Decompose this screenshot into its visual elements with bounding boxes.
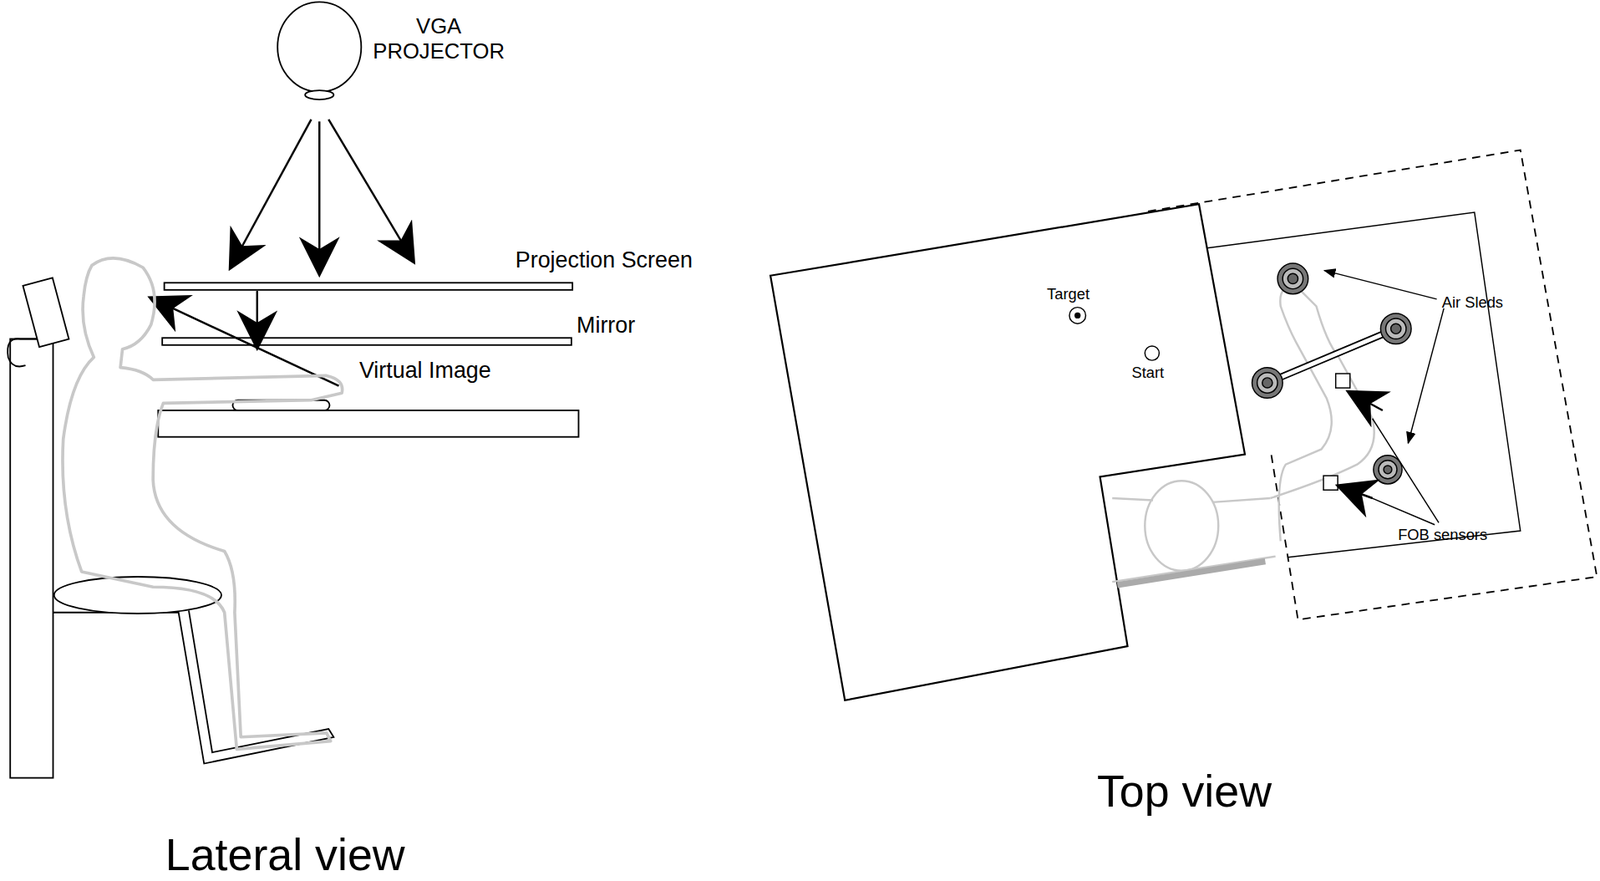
projector-label: VGA PROJECTOR: [362, 14, 516, 64]
start-label: Start: [1131, 363, 1164, 381]
target-label: Target: [1046, 284, 1090, 303]
fob-sensors-label: FOB sensors: [1397, 525, 1488, 544]
view-title: Top view: [1097, 765, 1272, 818]
screen-label: Projection Screen: [515, 247, 693, 274]
air-sleds-label: Air Sleds: [1442, 293, 1504, 311]
view-title: Lateral view: [165, 828, 406, 881]
virtual-image-label: Virtual Image: [359, 356, 492, 383]
mirror-label: Mirror: [576, 312, 635, 339]
